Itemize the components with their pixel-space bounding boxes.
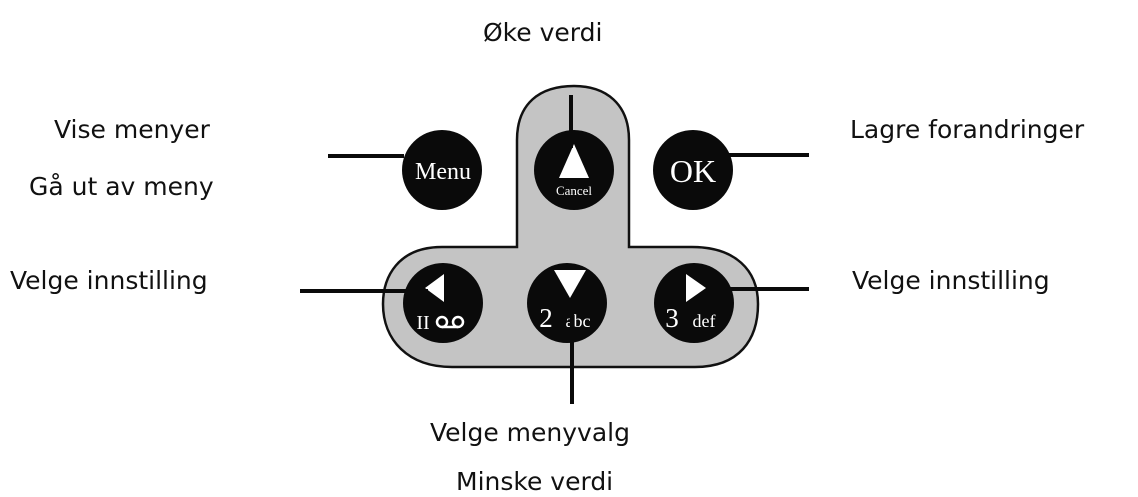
label-select-setting-left: Velge innstilling: [10, 266, 208, 295]
label-save-changes: Lagre forandringer: [850, 115, 1085, 144]
left-key[interactable]: II: [403, 263, 483, 343]
triangle-right-icon: [686, 274, 706, 302]
label-exit-menu: Gå ut av meny: [29, 172, 214, 201]
down-2abc-key[interactable]: 2 abc: [527, 263, 607, 343]
menu-key[interactable]: Menu: [402, 130, 482, 210]
ok-key-label: OK: [670, 153, 716, 189]
label-increase-value: Øke verdi: [483, 18, 603, 47]
right-3def-key-button[interactable]: [654, 263, 734, 343]
down-2abc-key-button[interactable]: [527, 263, 607, 343]
label-show-menus: Vise menyer: [54, 115, 210, 144]
triangle-down-icon: [554, 270, 586, 298]
key-3-letters: def: [693, 311, 716, 331]
ok-key[interactable]: OK: [653, 130, 733, 210]
menu-key-button[interactable]: [402, 130, 482, 210]
cancel-key-label: Cancel: [556, 183, 592, 198]
menu-key-label: Menu: [415, 159, 471, 185]
key-2-digit: 2: [539, 303, 553, 333]
up-cancel-key[interactable]: Cancel: [534, 130, 614, 210]
triangle-left-icon: [425, 274, 444, 302]
label-select-menu-option: Velge menyvalg: [430, 418, 630, 447]
right-3def-key[interactable]: 3 def: [654, 263, 734, 343]
voicemail-icon: [435, 315, 465, 329]
label-select-setting-right: Velge innstilling: [852, 266, 1050, 295]
key-2-letters: abc: [566, 311, 591, 331]
label-decrease-value: Minske verdi: [456, 467, 614, 496]
pause-key-label: II: [416, 312, 429, 334]
key-3-digit: 3: [665, 303, 679, 333]
ok-key-button[interactable]: [653, 130, 733, 210]
triangle-up-icon: [559, 144, 589, 178]
